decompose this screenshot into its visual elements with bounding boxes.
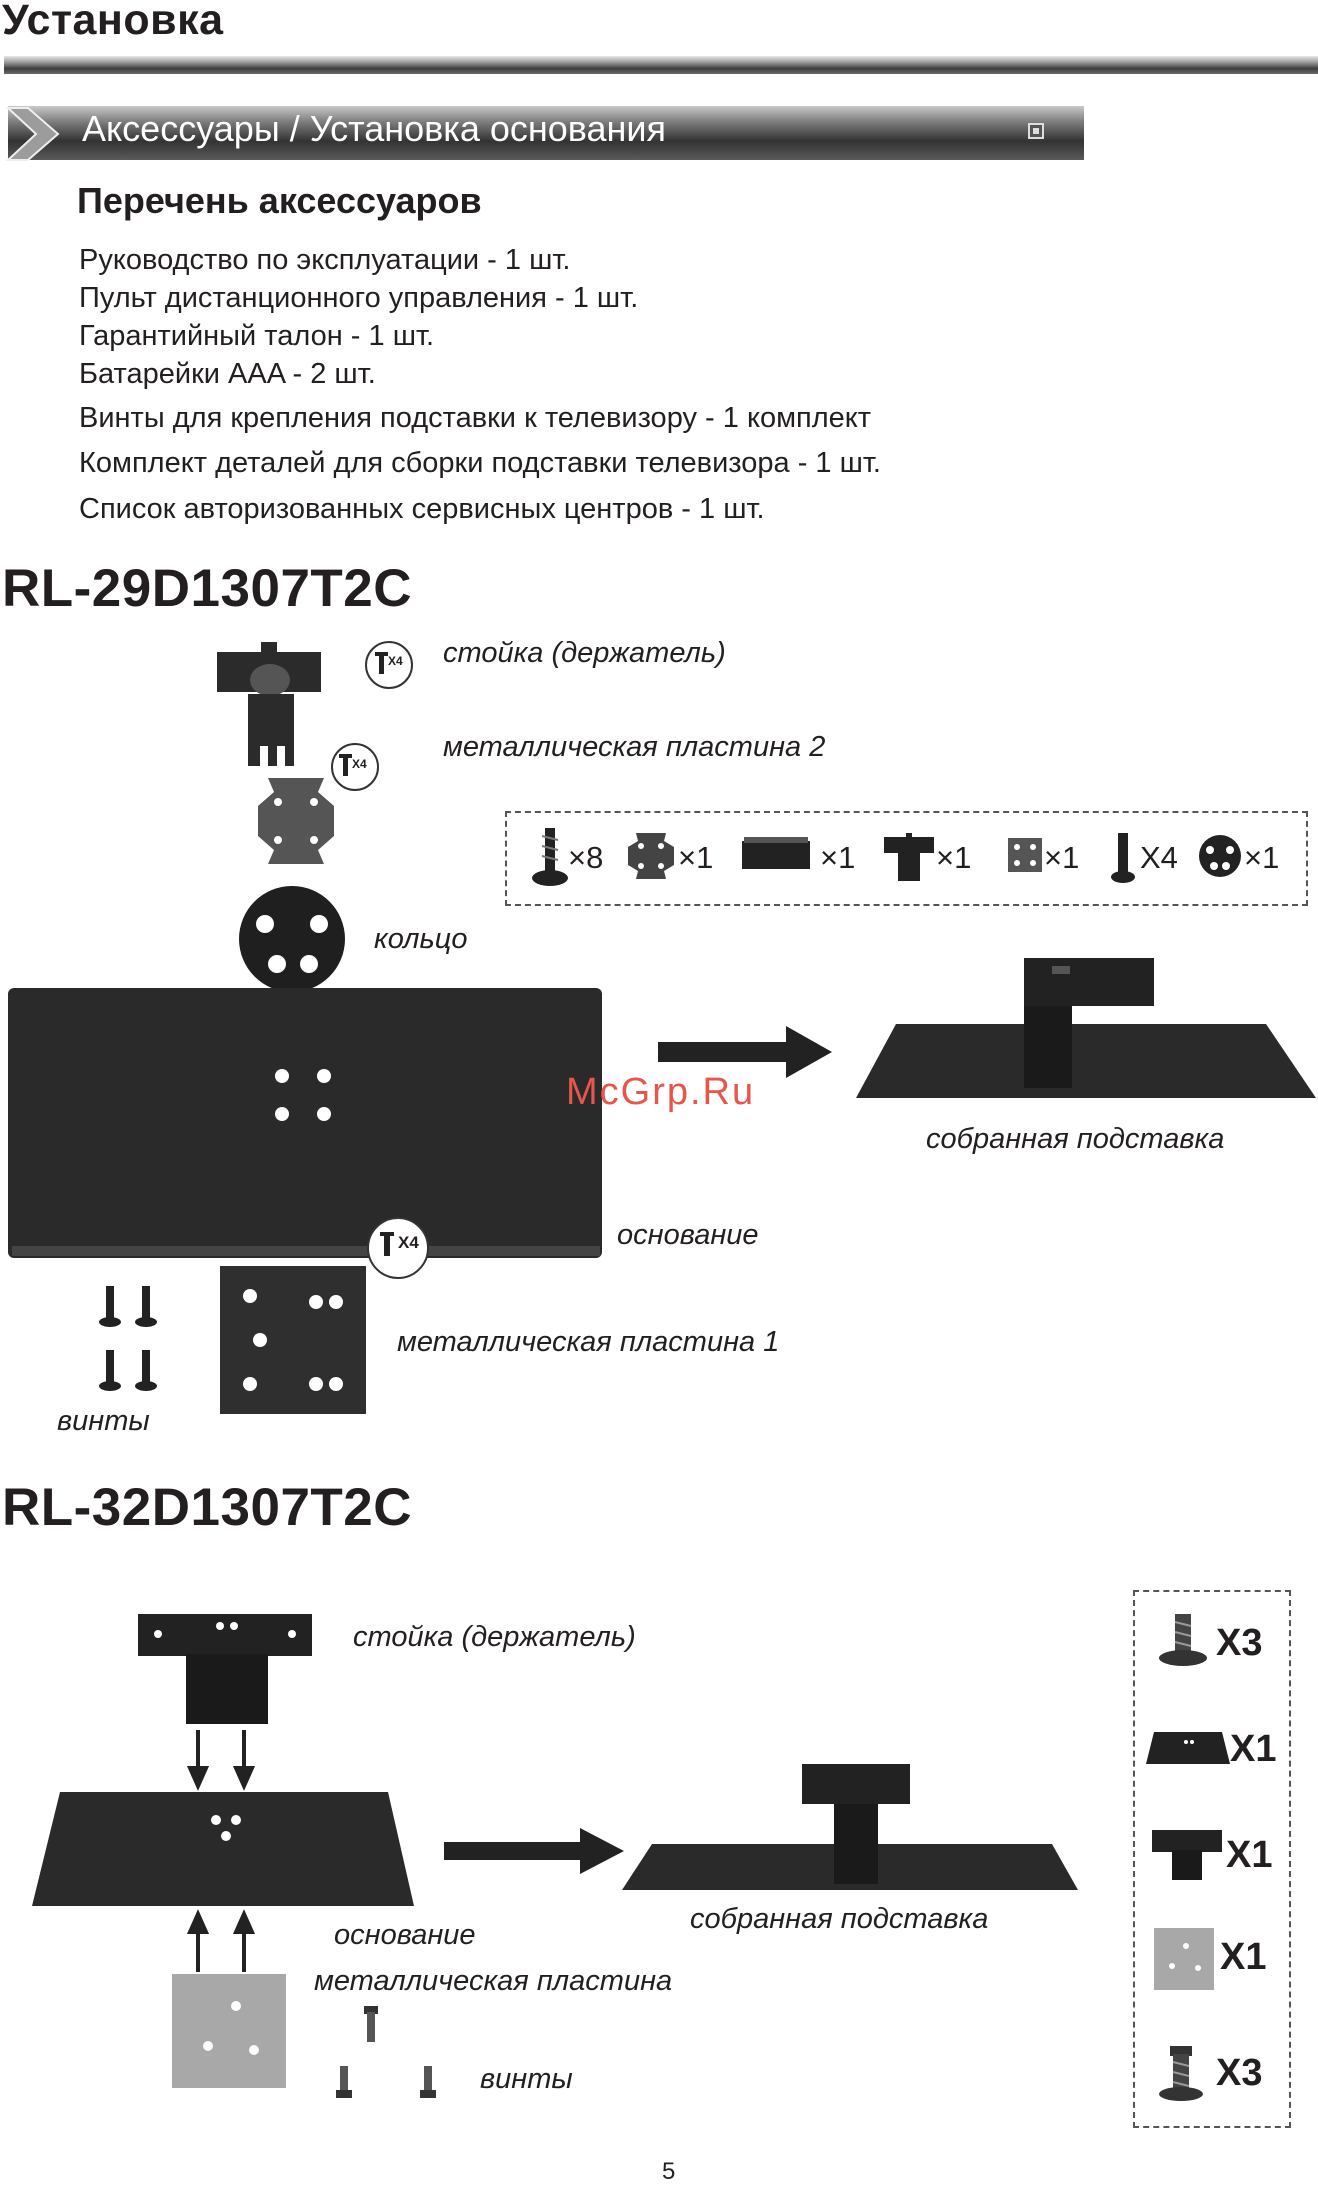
model-29-title: RL-29D1307T2C: [2, 559, 413, 618]
base-part-icon: [742, 837, 810, 869]
part-count: ×1: [936, 840, 972, 875]
parts-box-32: [1133, 1590, 1291, 2128]
square-bullet-icon: [1028, 123, 1044, 139]
label-metal-plate-2: металлическая пластина 2: [443, 731, 826, 763]
plate-part-icon: [1154, 1928, 1214, 1990]
part-count: ×8: [568, 840, 604, 875]
assembled-stand-illustration: [856, 958, 1316, 1098]
plate-part-icon: [628, 833, 674, 879]
ring-part-icon: [1199, 835, 1241, 877]
ring-illustration: [239, 886, 345, 992]
watermark: McGrp.Ru: [566, 1071, 756, 1113]
square-plate-part-icon: [1008, 838, 1042, 872]
screw-icon: [1159, 2046, 1203, 2101]
callout-count: X4: [388, 654, 403, 668]
part-count: ×1: [1044, 840, 1080, 875]
screw-icon: [1159, 1614, 1207, 1666]
screws-illustration: [99, 1286, 157, 1391]
accessory-item: Винты для крепления подставки к телевизо…: [79, 402, 872, 434]
chevron-right-icon: [5, 107, 60, 161]
label-stand-holder: стойка (держатель): [353, 1621, 636, 1653]
part-count: X1: [1220, 1936, 1267, 1978]
label-ring: кольцо: [374, 923, 468, 955]
arrow-down-icon: [186, 1730, 256, 1791]
label-metal-plate-1: металлическая пластина 1: [397, 1326, 780, 1358]
model-32-title: RL-32D1307T2C: [2, 1478, 413, 1537]
label-assembled: собранная подставка: [690, 1903, 989, 1935]
accessory-item: Руководство по эксплуатации - 1 шт.: [79, 244, 571, 276]
header-rule: [4, 56, 1318, 74]
base-illustration: [8, 988, 602, 1258]
stand-holder-illustration: [138, 1614, 312, 1724]
screw-callout-icon: [367, 1217, 429, 1279]
arrow-up-icon: [186, 1909, 256, 1972]
page-title: Установка: [2, 0, 224, 44]
screw-icon: [1111, 833, 1135, 883]
accessories-heading: Перечень аксессуаров: [77, 180, 482, 221]
label-stand-holder: стойка (держатель): [443, 637, 726, 669]
accessory-item: Пульт дистанционного управления - 1 шт.: [79, 282, 639, 314]
label-screws: винты: [57, 1405, 150, 1437]
accessory-item: Гарантийный талон - 1 шт.: [79, 320, 435, 352]
label-base: основание: [334, 1919, 476, 1951]
callout-count: X4: [398, 1233, 419, 1252]
label-metal-plate: металлическая пластина: [314, 1965, 673, 1997]
part-count: X3: [1216, 2052, 1263, 2094]
part-count: ×1: [678, 840, 714, 875]
part-count: X4: [1140, 840, 1178, 875]
base-part-icon: [1146, 1732, 1230, 1764]
holder-part-icon: [884, 833, 934, 881]
part-count: X1: [1230, 1728, 1277, 1770]
assembled-stand-illustration: [622, 1764, 1078, 1890]
arrow-right-icon: [444, 1828, 624, 1874]
screws-illustration: [336, 2006, 436, 2098]
accessory-item: Список авторизованных сервисных центров …: [79, 493, 765, 525]
stand-holder-illustration: [217, 642, 321, 766]
base-illustration: [32, 1792, 414, 1906]
accessory-item: Комплект деталей для сборки подставки те…: [79, 447, 881, 479]
screw-icon: [532, 828, 568, 886]
label-assembled: собранная подставка: [926, 1123, 1225, 1155]
section-title: Аксессуары / Установка основания: [82, 108, 667, 149]
arrow-right-icon: [658, 1026, 832, 1078]
parts-box-29: [505, 811, 1308, 906]
label-screws: винты: [480, 2063, 573, 2095]
metal-plate-illustration: [172, 1974, 286, 2088]
screw-callout-icon: [331, 743, 379, 791]
part-count: ×1: [1244, 840, 1280, 875]
callout-count: X4: [352, 757, 367, 771]
part-count: X3: [1216, 1622, 1263, 1664]
page-number: 5: [662, 2158, 676, 2185]
holder-part-icon: [1152, 1830, 1222, 1880]
accessory-item: Батарейки AAA - 2 шт.: [79, 358, 376, 390]
metal-plate-1-illustration: [220, 1266, 366, 1414]
part-count: ×1: [820, 840, 856, 875]
label-base: основание: [617, 1219, 759, 1251]
metal-plate-2-illustration: [258, 778, 334, 864]
section-bar: [8, 106, 1084, 160]
screw-callout-icon: [365, 641, 413, 689]
part-count: X1: [1226, 1834, 1273, 1876]
